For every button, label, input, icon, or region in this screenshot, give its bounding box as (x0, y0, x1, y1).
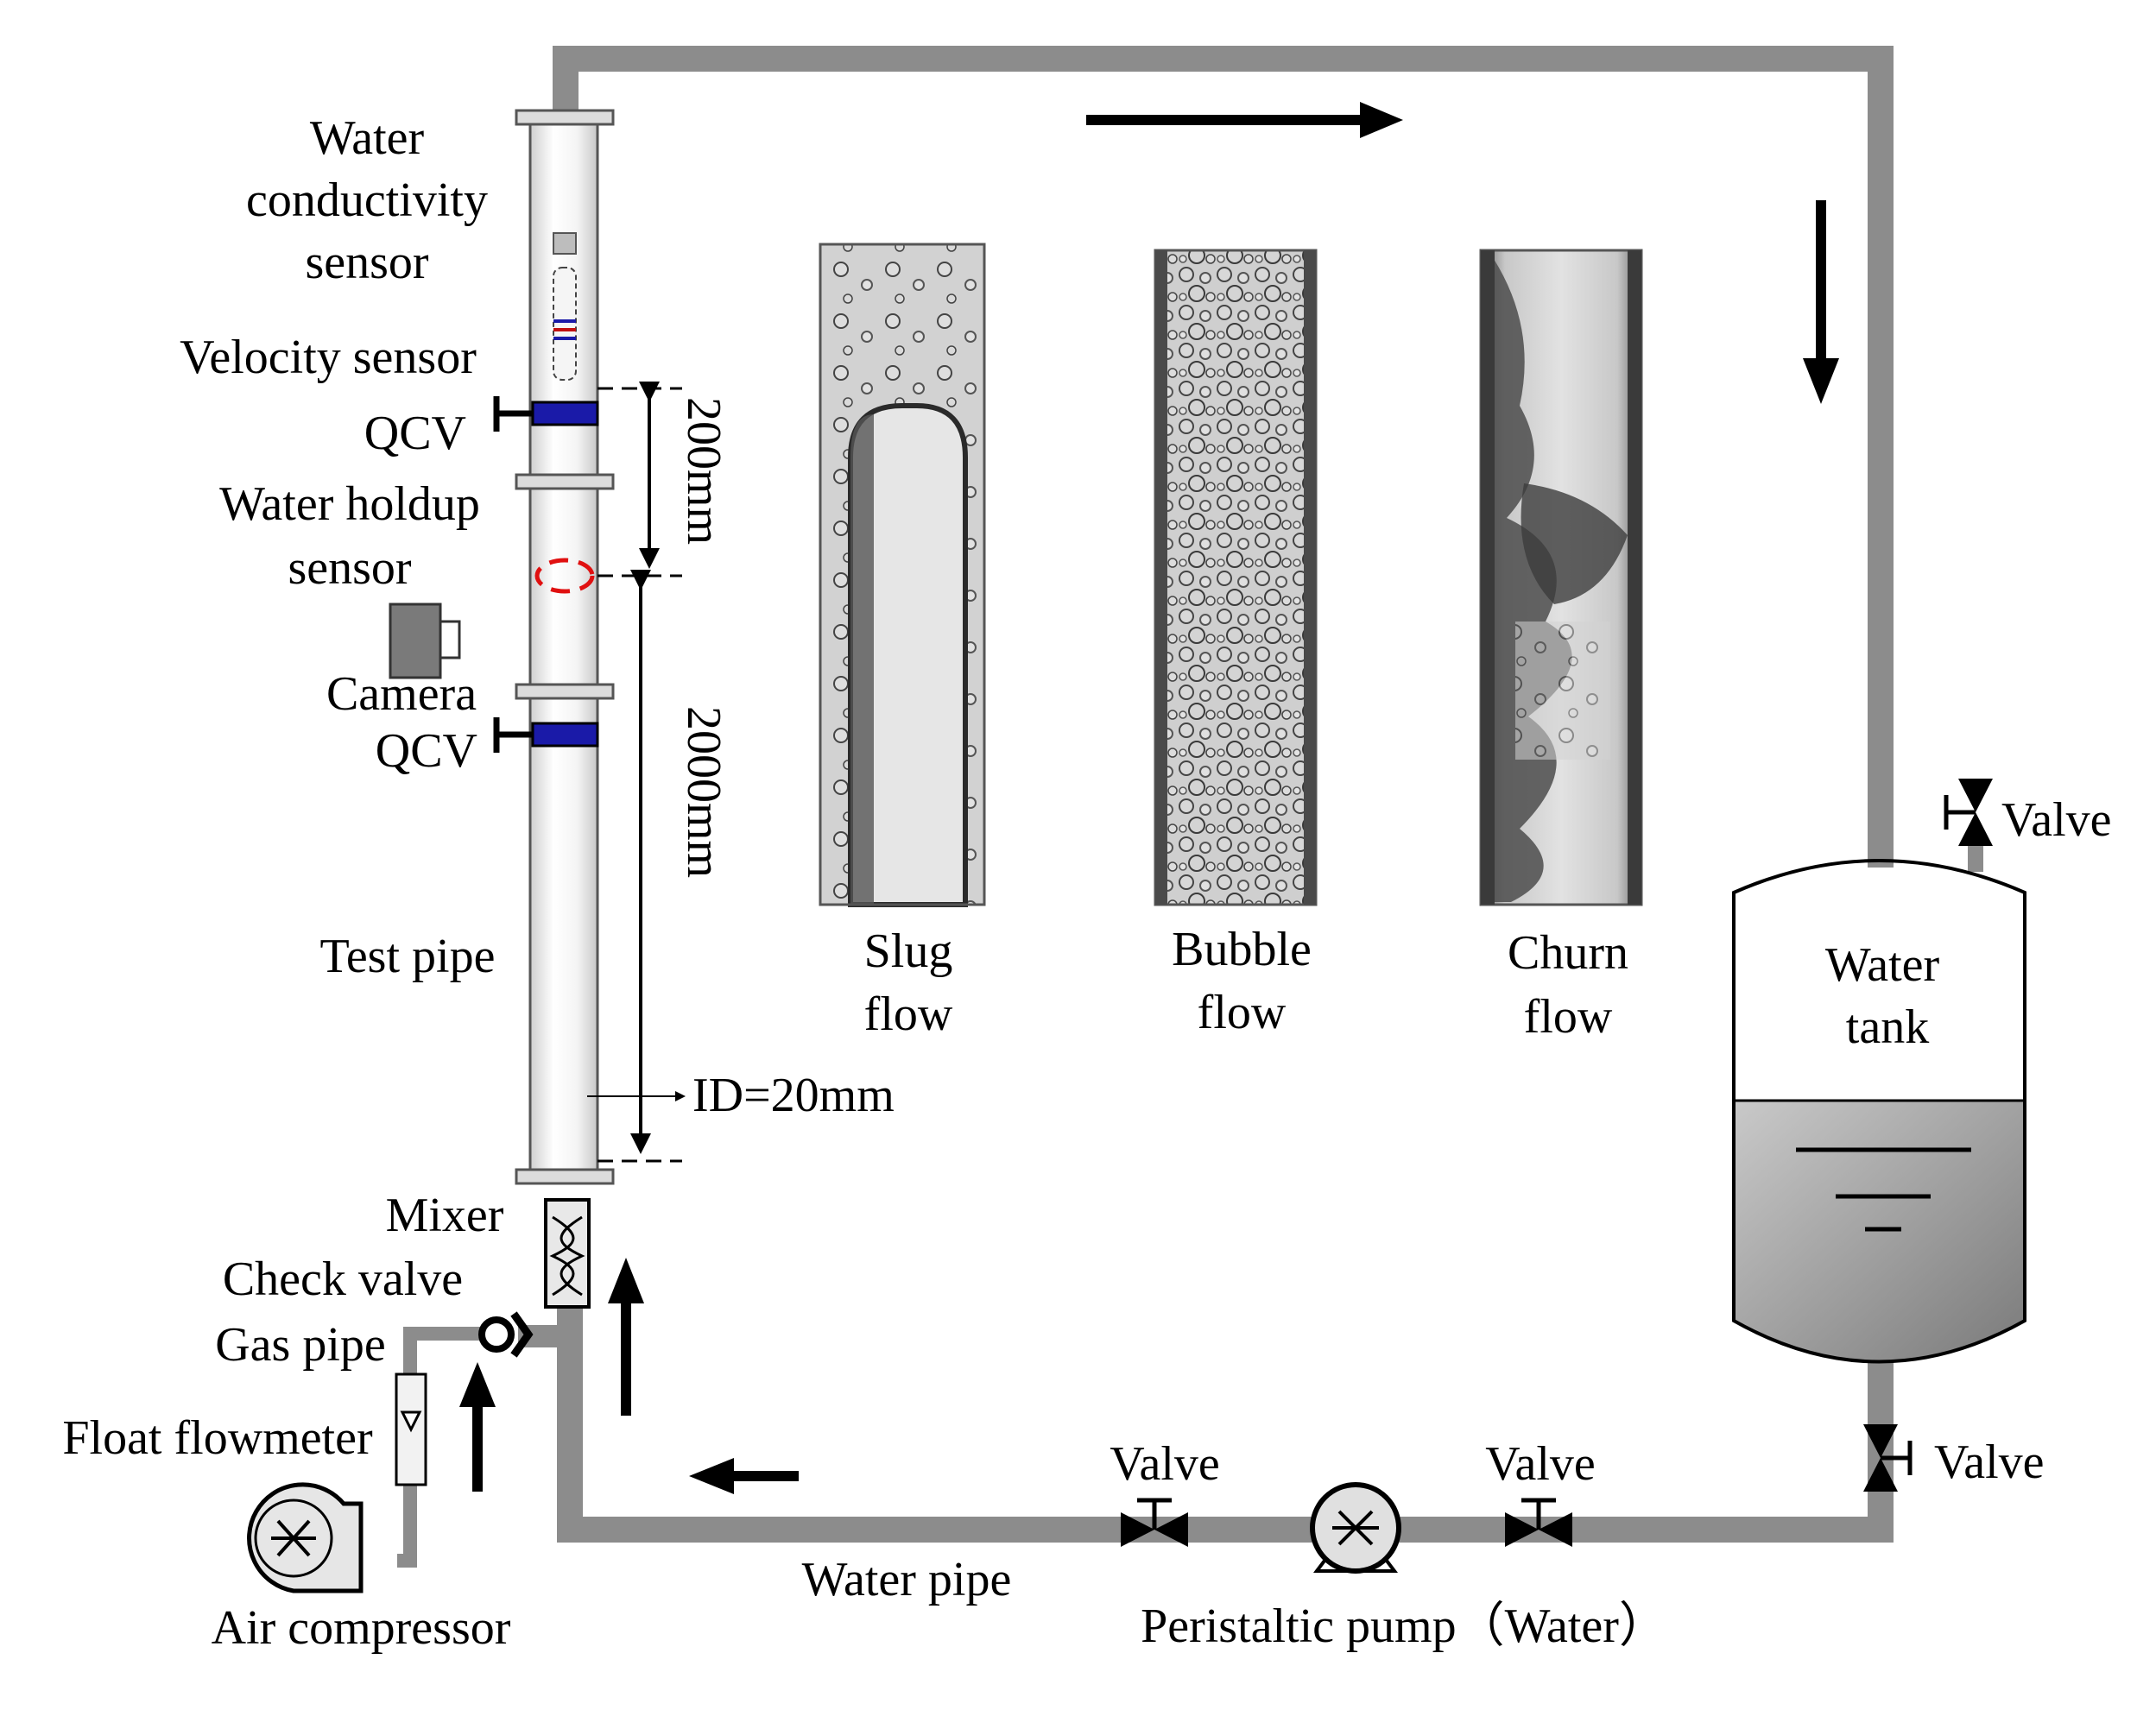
conductivity-sensor-label-line3: sensor (305, 236, 428, 289)
dimension-200mm (597, 382, 682, 577)
qcv-top-label: QCV (364, 407, 466, 460)
id-dimension-label: ID=20mm (692, 1069, 895, 1122)
water-pipe-label: Water pipe (802, 1553, 1012, 1606)
slug-flow-label-line2: flow (864, 988, 953, 1041)
air-compressor-icon (247, 1482, 364, 1593)
valve-middle-label: Valve (1485, 1437, 1596, 1491)
qcv-bottom-label: QCV (376, 724, 477, 778)
float-flowmeter-label: Float flowmeter (62, 1411, 373, 1465)
water-tank-label-line1: Water (1825, 938, 1940, 992)
valve-tank-bottom-icon (1863, 1424, 1913, 1492)
mixer-label: Mixer (386, 1189, 504, 1242)
churn-flow-photo (1479, 249, 1643, 906)
valve-left-label: Valve (1110, 1437, 1220, 1491)
dimension-2000mm (597, 570, 682, 1163)
peristaltic-pump-icon (1310, 1482, 1401, 1574)
camera-icon (389, 603, 461, 679)
valve-left-icon (1121, 1498, 1188, 1547)
velocity-sensor-label: Velocity sensor (180, 331, 477, 384)
check-valve-label: Check valve (223, 1253, 463, 1306)
slug-flow-photo (819, 243, 986, 907)
bubble-flow-label-line1: Bubble (1172, 923, 1312, 976)
water-holdup-sensor-ring (534, 558, 595, 594)
check-valve (478, 1311, 534, 1358)
bubble-flow-photo (1154, 249, 1318, 906)
valve-tank-top-icon (1944, 779, 1993, 846)
bubble-flow-label-line2: flow (1198, 986, 1287, 1039)
qcv-top-valve (493, 396, 599, 432)
float-flowmeter (395, 1372, 427, 1486)
gas-pipe-label: Gas pipe (215, 1318, 386, 1372)
water-tank-label-line2: tank (1846, 1000, 1929, 1054)
conductivity-sensor-label-line1: Water (310, 111, 425, 165)
conductivity-probe (553, 232, 577, 381)
test-pipe-label: Test pipe (320, 930, 496, 983)
air-compressor-label: Air compressor (212, 1601, 511, 1655)
camera-label: Camera (326, 667, 477, 721)
slug-flow-label-line1: Slug (864, 924, 953, 978)
churn-flow-label-line2: flow (1524, 990, 1613, 1044)
dim-200mm-label: 200mm (677, 397, 730, 545)
valve-tank-top-label: Valve (2001, 793, 2112, 847)
valve-middle-icon (1505, 1498, 1572, 1547)
water-holdup-label-line2: sensor (288, 541, 411, 595)
water-tank (1732, 859, 2026, 1364)
water-holdup-label-line1: Water holdup (219, 477, 480, 531)
conductivity-sensor-label-line2: conductivity (246, 174, 488, 227)
mixer (544, 1198, 591, 1309)
test-pipe (515, 109, 615, 1185)
churn-flow-label-line1: Churn (1508, 926, 1628, 980)
flow-arrows (459, 102, 1839, 1494)
valve-tank-bottom-label: Valve (1934, 1436, 2045, 1489)
dim-2000mm-label: 2000mm (677, 706, 730, 878)
peristaltic-pump-label: Peristaltic pump（Water） (1141, 1600, 1667, 1653)
qcv-bottom-valve (493, 717, 599, 753)
